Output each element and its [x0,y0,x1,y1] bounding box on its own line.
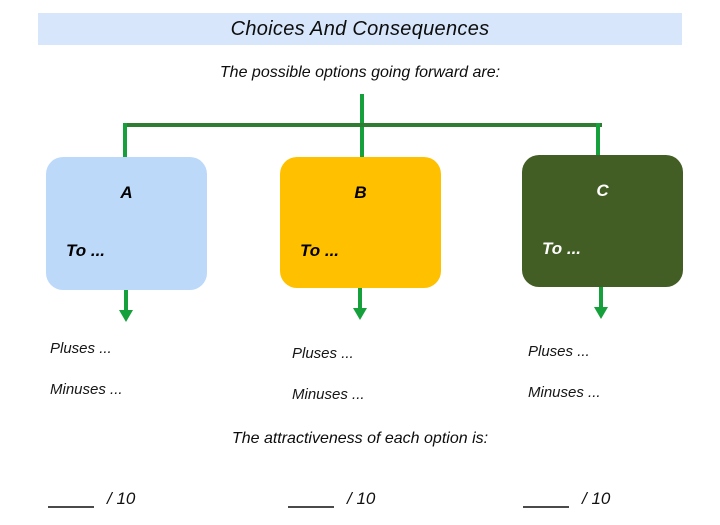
minuses-label-a: Minuses ... [50,381,123,398]
rating-blank-b [288,491,334,508]
down-arrow-c-shaft [599,287,603,307]
down-arrow-a-icon [119,310,133,322]
option-box-b: B To ... [280,157,441,288]
attractiveness-prompt: The attractiveness of each option is: [231,430,489,447]
connector-horizontal-bar [123,123,602,127]
pluses-label-a: Pluses ... [50,340,112,357]
subtitle: The possible options going forward are: [219,64,501,81]
minuses-label-c: Minuses ... [528,384,601,401]
rating-blank-c [523,491,569,508]
pluses-label-b: Pluses ... [292,345,354,362]
option-body-a: To ... [66,241,106,260]
rating-item-a: / 10 [48,488,135,508]
rating-suffix-c: / 10 [582,489,611,508]
connector-drop-a [123,123,127,159]
minuses-label-b: Minuses ... [292,386,365,403]
down-arrow-c-icon [594,307,608,319]
option-body-c: To ... [542,239,582,258]
down-arrow-a-shaft [124,290,128,310]
rating-suffix-b: / 10 [347,489,376,508]
option-letter-c: C [596,181,609,200]
connector-drop-c [596,123,600,157]
down-arrow-b-icon [353,308,367,320]
page-title: Choices And Consequences [230,17,490,40]
rating-item-b: / 10 [288,488,375,508]
pluses-label-c: Pluses ... [528,343,590,360]
connector-stem [360,94,364,127]
option-letter-b: B [354,183,367,202]
rating-item-c: / 10 [523,488,610,508]
option-box-a: A To ... [46,157,207,290]
option-box-c: C To ... [522,155,683,287]
connector-drop-b [360,127,364,159]
header-band: Choices And Consequences [38,13,682,45]
down-arrow-b-shaft [358,288,362,308]
option-letter-a: A [120,183,133,202]
rating-blank-a [48,491,94,508]
rating-suffix-a: / 10 [107,489,136,508]
option-body-b: To ... [300,241,340,260]
